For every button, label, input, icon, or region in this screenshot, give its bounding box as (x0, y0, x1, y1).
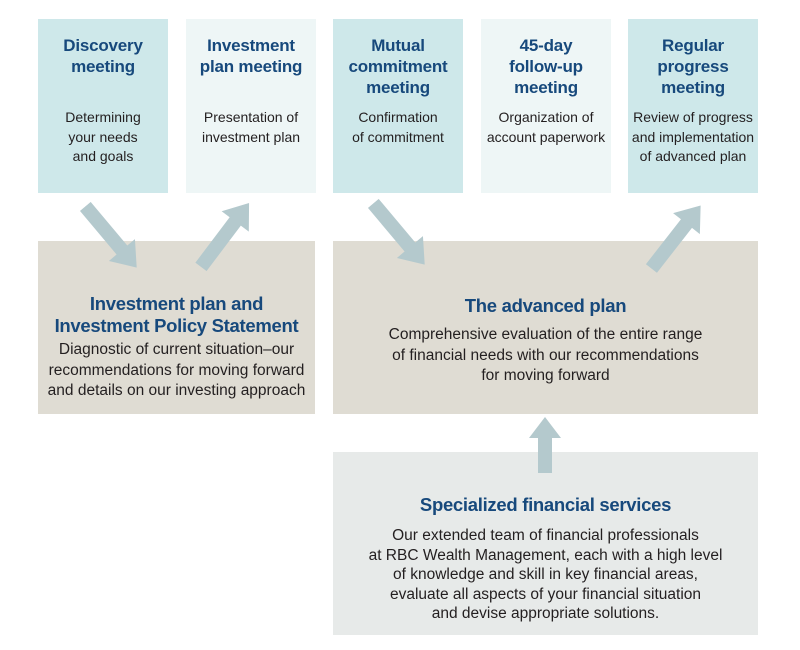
deliverable-title: The advanced plan (464, 295, 627, 316)
stage-box-mutual-commitment-meeting: Mutual commitment meeting Confirmation o… (333, 19, 463, 193)
deliverable-title: Investment plan and Investment Policy St… (54, 293, 299, 336)
stage-box-45-day-follow-up-meeting: 45-day follow-up meeting Organization of… (481, 19, 611, 193)
stage-title: Regular progress meeting (657, 36, 729, 97)
stage-description: Confirmation of commitment (352, 109, 444, 145)
stage-description: Review of progress and implementation of… (631, 109, 755, 164)
arrow-investment-plan-to-plan-meeting-icon (185, 191, 265, 279)
stage-title: 45-day follow-up meeting (509, 36, 583, 97)
stage-box-discovery-meeting: Discovery meeting Determining your needs… (38, 19, 168, 193)
services-description: Our extended team of financial professio… (368, 527, 723, 622)
deliverable-description: Diagnostic of current situation–our reco… (47, 341, 306, 399)
arrow-discovery-to-investment-plan-icon (70, 194, 152, 281)
stage-description: Organization of account paperwork (486, 109, 606, 145)
services-box-specialized-financial-services: Specialized financial services Our exten… (333, 452, 758, 635)
stage-description: Determining your needs and goals (65, 109, 141, 164)
arrow-commitment-to-advanced-plan-icon (358, 191, 440, 278)
stage-title: Investment plan meeting (199, 36, 303, 76)
arrow-services-to-advanced-plan-icon (527, 417, 563, 473)
deliverable-box-investment-plan: Investment plan and Investment Policy St… (38, 241, 315, 414)
stage-box-investment-plan-meeting: Investment plan meeting Presentation of … (186, 19, 316, 193)
arrow-advanced-plan-to-progress-meeting-icon (636, 193, 717, 281)
deliverable-description: Comprehensive evaluation of the entire r… (388, 326, 703, 384)
stage-box-regular-progress-meeting: Regular progress meeting Review of progr… (628, 19, 758, 193)
stage-title: Discovery meeting (63, 36, 143, 76)
services-title: Specialized financial services (419, 494, 672, 515)
stage-title: Mutual commitment meeting (348, 36, 448, 97)
deliverable-box-advanced-plan: The advanced plan Comprehensive evaluati… (333, 241, 758, 414)
stage-description: Presentation of investment plan (201, 109, 301, 145)
